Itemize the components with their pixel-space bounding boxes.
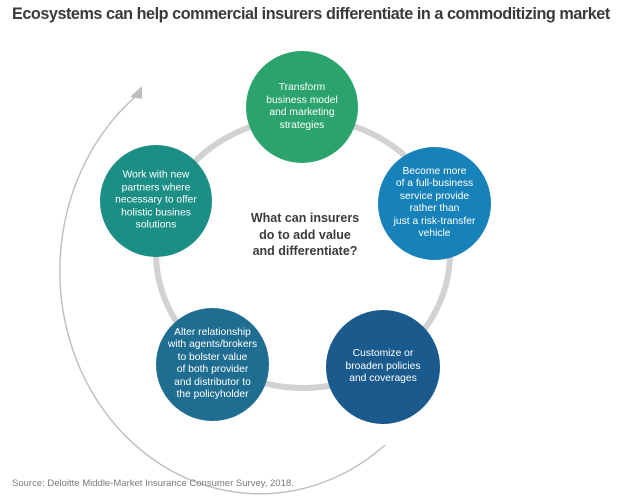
outer-cycle-arc bbox=[59, 96, 386, 495]
node-new-partners-text: Work with new partners where necessary t… bbox=[109, 170, 203, 233]
node-alter-relationship-line: the policyholder bbox=[176, 389, 249, 401]
page-title: Ecosystems can help commercial insurers … bbox=[12, 5, 610, 23]
node-transform-text: Transform business model and marketing s… bbox=[259, 82, 345, 132]
node-transform-line: Transform bbox=[278, 81, 326, 93]
center-question-line: and differentiate? bbox=[252, 244, 358, 258]
node-new-partners-line: partners where bbox=[121, 182, 191, 194]
node-transform-line: business model bbox=[266, 94, 338, 106]
node-full-business-line: service provide bbox=[399, 190, 470, 202]
node-alter-relationship-text: Alter relationship with agents/brokers t… bbox=[165, 327, 261, 403]
node-transform-line: strategies bbox=[279, 119, 325, 131]
center-question: What can insurers do to add value and di… bbox=[230, 210, 380, 260]
center-question-line: What can insurers bbox=[250, 211, 360, 225]
node-new-partners-line: necessary to offer bbox=[115, 194, 197, 206]
node-alter-relationship-line: of both provider bbox=[176, 364, 249, 376]
outer-arc-arrowhead bbox=[130, 86, 142, 99]
node-transform-line: and marketing bbox=[269, 107, 335, 118]
node-customize-line: and coverages bbox=[349, 373, 417, 385]
node-full-business-line: rather than bbox=[409, 203, 460, 215]
node-full-business: Become more of a full-business service p… bbox=[378, 147, 491, 260]
node-new-partners-line: holistic busines bbox=[121, 207, 191, 219]
node-full-business-text: Become more of a full-business service p… bbox=[392, 166, 478, 242]
node-new-partners-line: solutions bbox=[135, 219, 177, 231]
node-full-business-line: Become more bbox=[402, 165, 467, 177]
node-customize-line: Customize or bbox=[352, 348, 414, 360]
node-new-partners: Work with new partners where necessary t… bbox=[100, 145, 212, 257]
node-alter-relationship-line: and distributor to bbox=[174, 377, 251, 389]
node-customize-text: Customize or broaden policies and covera… bbox=[340, 348, 426, 386]
source-note: Source: Deloitte Middle-Market Insurance… bbox=[12, 478, 294, 489]
node-full-business-line: of a full-business bbox=[395, 178, 474, 190]
node-customize: Customize or broaden policies and covera… bbox=[326, 310, 440, 424]
node-alter-relationship: Alter relationship with agents/brokers t… bbox=[156, 308, 269, 421]
node-new-partners-line: Work with new bbox=[122, 169, 190, 181]
node-full-business-line: vehicle bbox=[418, 228, 451, 240]
node-alter-relationship-line: Alter relationship bbox=[174, 326, 251, 338]
node-full-business-line: just a risk-transfer bbox=[393, 216, 476, 228]
node-transform: Transform business model and marketing s… bbox=[246, 51, 358, 163]
node-customize-line: broaden policies bbox=[345, 360, 421, 372]
node-alter-relationship-line: with agents/brokers bbox=[167, 339, 258, 351]
center-question-line: do to add value bbox=[259, 227, 351, 242]
node-alter-relationship-line: to bolster value bbox=[177, 351, 248, 363]
